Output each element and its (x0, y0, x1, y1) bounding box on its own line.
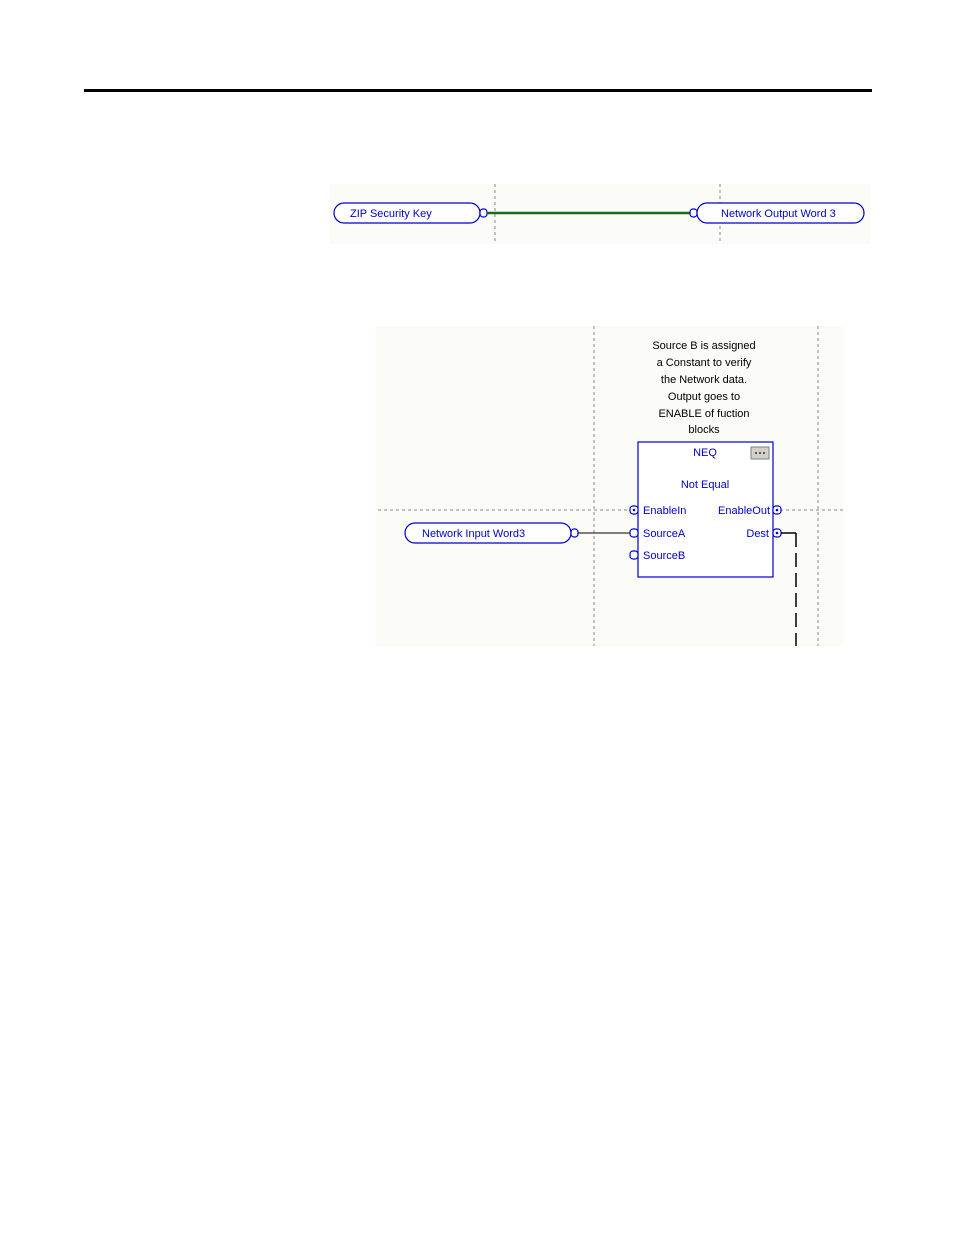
comment-line: Output goes to (668, 391, 740, 403)
figure-2: Source B is assigned a Constant to verif… (375, 326, 843, 646)
output-pin[interactable] (480, 209, 487, 217)
pin-dot (633, 509, 636, 512)
comment-line: blocks (688, 424, 720, 436)
pin-dot (776, 532, 779, 535)
pin-dot (776, 509, 779, 512)
comment-line: the Network data. (661, 374, 747, 386)
comment-line: ENABLE of fuction (658, 408, 749, 420)
ellipsis-dot (763, 452, 765, 454)
input-reference-network-input-word3[interactable]: Network Input Word3 (405, 523, 578, 543)
enable-out-label: EnableOut (718, 505, 770, 517)
figure-1: ZIP Security Key Network Output Word 3 (330, 184, 870, 244)
source-a-label: SourceA (643, 528, 686, 540)
source-a-pin[interactable] (630, 529, 638, 537)
input-reference-label: Network Input Word3 (422, 528, 525, 540)
input-reference-label: ZIP Security Key (350, 208, 432, 220)
input-pin[interactable] (690, 209, 697, 217)
comment-line: a Constant to verify (657, 357, 752, 369)
block-tag: NEQ (693, 447, 717, 459)
block-description: Not Equal (681, 479, 729, 491)
source-b-pin[interactable] (630, 551, 638, 559)
comment-line: Source B is assigned (652, 340, 755, 352)
ellipsis-dot (759, 452, 761, 454)
ellipsis-dot (755, 452, 757, 454)
neq-function-block[interactable]: NEQ Not Equal EnableIn EnableOut SourceA… (630, 442, 781, 577)
output-pin[interactable] (571, 529, 578, 537)
output-reference-label: Network Output Word 3 (721, 208, 836, 220)
source-b-label: SourceB (643, 550, 685, 562)
dest-label: Dest (746, 528, 769, 540)
output-reference-network-output-word-3[interactable]: Network Output Word 3 (690, 203, 864, 223)
input-reference-zip-security-key[interactable]: ZIP Security Key (334, 203, 487, 223)
enable-in-label: EnableIn (643, 505, 686, 517)
ellipsis-icon[interactable] (751, 447, 769, 459)
